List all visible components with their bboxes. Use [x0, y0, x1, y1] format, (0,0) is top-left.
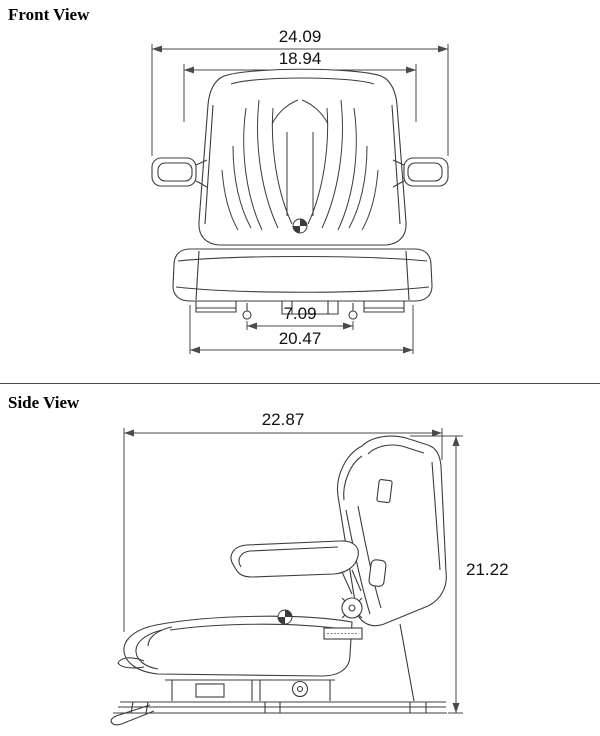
front-armrest-left [151, 157, 252, 320]
side-dimension-lines [123, 428, 463, 714]
dim-label-backrest-width: 18.94 [278, 49, 322, 68]
front-seat-cushion [172, 248, 433, 302]
side-suspension-base [110, 657, 447, 726]
side-seat-cushion [123, 615, 353, 677]
side-view-title: Side View [8, 393, 80, 412]
front-view-title: Front View [8, 5, 90, 24]
section-divider [0, 383, 600, 384]
center-of-gravity-icon [292, 218, 308, 234]
dim-label-overall-depth: 22.87 [261, 410, 305, 429]
side-armrest [230, 540, 362, 595]
center-of-gravity-icon [277, 609, 293, 625]
front-view-section: Front View [8, 5, 449, 354]
dim-label-base-width: 20.47 [278, 329, 322, 348]
front-view-drawing [151, 44, 449, 354]
side-seat-backrest [336, 435, 447, 627]
front-seat-base [281, 301, 339, 315]
side-view-section: Side View [0, 384, 600, 736]
dim-label-mount-spacing: 7.09 [283, 304, 317, 323]
front-seat-backrest [198, 68, 407, 246]
dim-label-overall-height: 21.22 [466, 560, 509, 579]
side-view-drawing [110, 428, 463, 726]
front-dimension-lines [151, 44, 449, 354]
front-stitch-lines [221, 99, 299, 231]
side-recline-mechanism [323, 597, 415, 702]
dim-label-overall-width: 24.09 [278, 27, 322, 46]
